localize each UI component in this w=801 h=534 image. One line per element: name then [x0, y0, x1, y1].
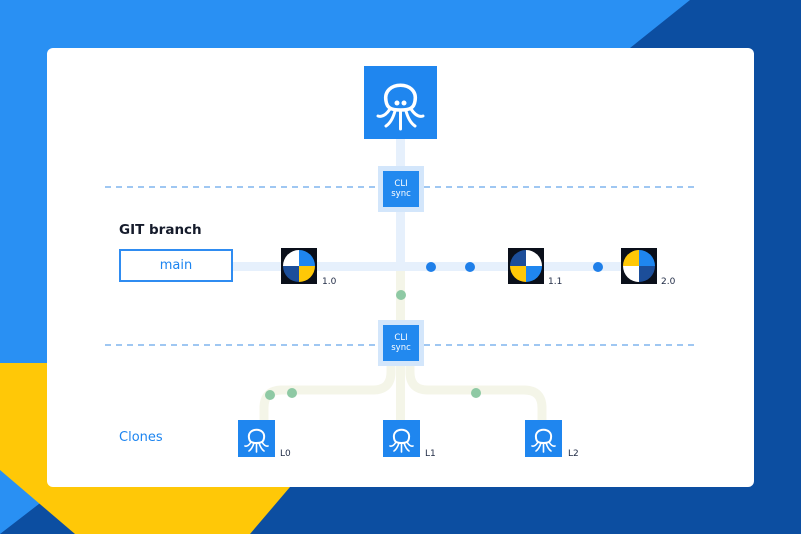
cli-label: CLI [394, 333, 408, 343]
clones-label: Clones [119, 430, 163, 445]
sync-label: sync [391, 189, 411, 199]
octopus-icon [383, 420, 420, 457]
clone-dot [265, 390, 275, 400]
clone-label: L0 [280, 449, 291, 459]
octopus-icon [238, 420, 275, 457]
clone-dot [287, 388, 297, 398]
main-branch-box: main [119, 249, 233, 282]
clone-line-l0 [259, 365, 396, 420]
sync-dot [396, 290, 406, 300]
trunk-line-top [396, 136, 405, 188]
git-branch-label: GIT branch [119, 222, 202, 238]
clone-label: L1 [425, 449, 436, 459]
cli-label: CLI [394, 179, 408, 189]
octopus-icon [525, 420, 562, 457]
cli-sync-top: CLI sync [378, 166, 424, 212]
quadrant-circle-icon [621, 248, 657, 284]
clone-label: L2 [568, 449, 579, 459]
commit-version-label: 1.1 [548, 277, 563, 287]
quadrant-circle-icon [281, 248, 317, 284]
clone-dot [471, 388, 481, 398]
branch-line [233, 262, 643, 271]
quadrant-circle-icon [508, 248, 544, 284]
commit-dot [465, 262, 475, 272]
commit-version-label: 2.0 [661, 277, 676, 287]
main-branch-label: main [159, 258, 193, 273]
cli-sync-bottom: CLI sync [378, 320, 424, 366]
octopus-icon [364, 66, 437, 139]
commit-dot [593, 262, 603, 272]
clone-line-l1 [396, 364, 405, 422]
commit-version-label: 1.0 [322, 277, 337, 287]
trunk-line-blue-seg [396, 212, 405, 267]
commit-dot [426, 262, 436, 272]
sync-label: sync [391, 343, 411, 353]
